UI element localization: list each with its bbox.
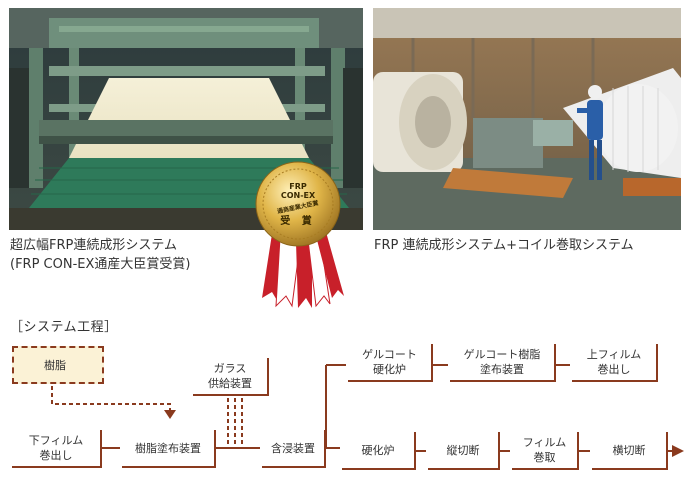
process-box-glass-supply-label: ガラス 供給装置 [208, 362, 252, 390]
process-box-gelcoat-coater: ゲルコート樹脂 塗布装置 [450, 344, 556, 382]
caption-left-line1: 超広幅FRP連続成形システム [10, 238, 177, 253]
process-box-resin: 樹脂 [12, 346, 104, 384]
process-box-gelcoat-furnace: ゲルコート 硬化炉 [348, 344, 433, 382]
process-box-film-winding: フィルム 巻取 [512, 432, 579, 470]
process-box-top-film: 上フィルム 巻出し [572, 344, 658, 382]
award-line1: FRP [289, 182, 307, 191]
process-box-resin-coater: 樹脂塗布装置 [122, 430, 216, 468]
process-box-curing-furnace: 硬化炉 [342, 432, 416, 470]
caption-left: 超広幅FRP連続成形システム (FRP CON-EX通産大臣賞受賞) [10, 236, 190, 274]
award-line2: CON-EX [280, 191, 316, 200]
process-box-bottom-film-label: 下フィルム 巻出し [28, 434, 84, 462]
process-box-glass-supply: ガラス 供給装置 [193, 358, 269, 396]
process-box-cross-cut: 横切断 [592, 432, 668, 470]
process-box-gelcoat-furnace-label: ゲルコート 硬化炉 [362, 348, 417, 376]
process-box-impregnation: 含浸装置 [262, 430, 326, 468]
caption-right: FRP 連続成形システム+コイル巻取システム [374, 238, 634, 253]
photo-frp-continuous-forming [9, 8, 363, 230]
process-box-top-film-label: 上フィルム 巻出し [586, 348, 642, 376]
process-box-film-winding-label: フィルム 巻取 [522, 436, 567, 464]
process-section-title: ［システム工程］ [10, 320, 118, 335]
process-box-bottom-film: 下フィルム 巻出し [12, 430, 102, 468]
photo-coil-winding-system [373, 8, 681, 230]
process-box-gelcoat-coater-label: ゲルコート樹脂 塗布装置 [463, 348, 541, 376]
award-medal: FRP CON-EX 通商産業大臣賞 受 賞 [250, 160, 346, 310]
process-box-longitudinal-cut: 縦切断 [428, 432, 500, 470]
award-line4: 受 賞 [280, 216, 316, 227]
caption-left-line2: (FRP CON-EX通産大臣賞受賞) [10, 257, 191, 272]
